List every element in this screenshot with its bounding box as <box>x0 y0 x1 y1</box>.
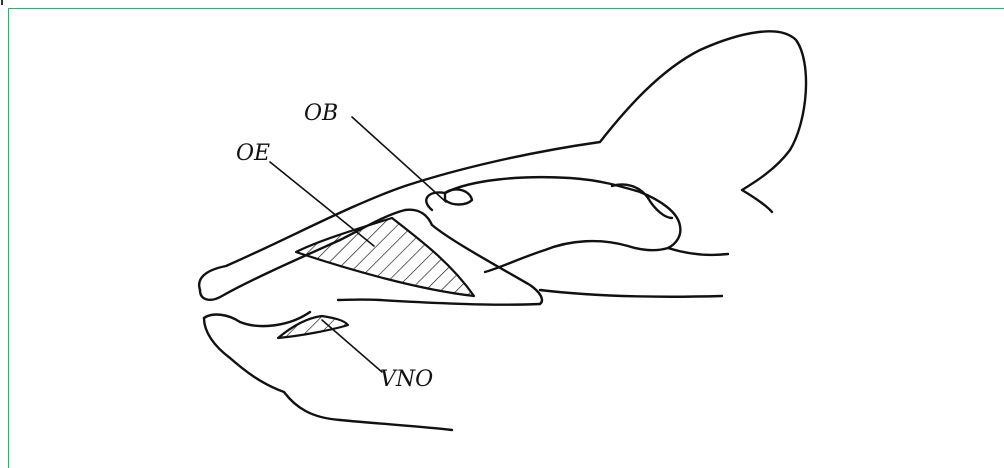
vomeronasal-organ-region <box>278 316 348 338</box>
rat-head-sagittal-diagram: OB OE VNO <box>0 0 1004 453</box>
head-upper-outline <box>199 31 806 290</box>
cerebellum-line <box>668 248 728 255</box>
label-ob: OB <box>304 101 338 126</box>
brainstem-line <box>540 290 722 297</box>
palate-line <box>338 300 540 305</box>
brain-inner-fold <box>612 185 672 219</box>
figure-frame: OB OE VNO <box>0 0 1004 453</box>
label-oe: OE <box>236 141 270 166</box>
olfactory-bulb <box>445 189 472 204</box>
lower-jaw-upper <box>204 312 310 326</box>
olfactory-epithelium-region <box>296 218 474 296</box>
label-vno: VNO <box>380 367 433 392</box>
vno-leader-line <box>322 320 382 372</box>
